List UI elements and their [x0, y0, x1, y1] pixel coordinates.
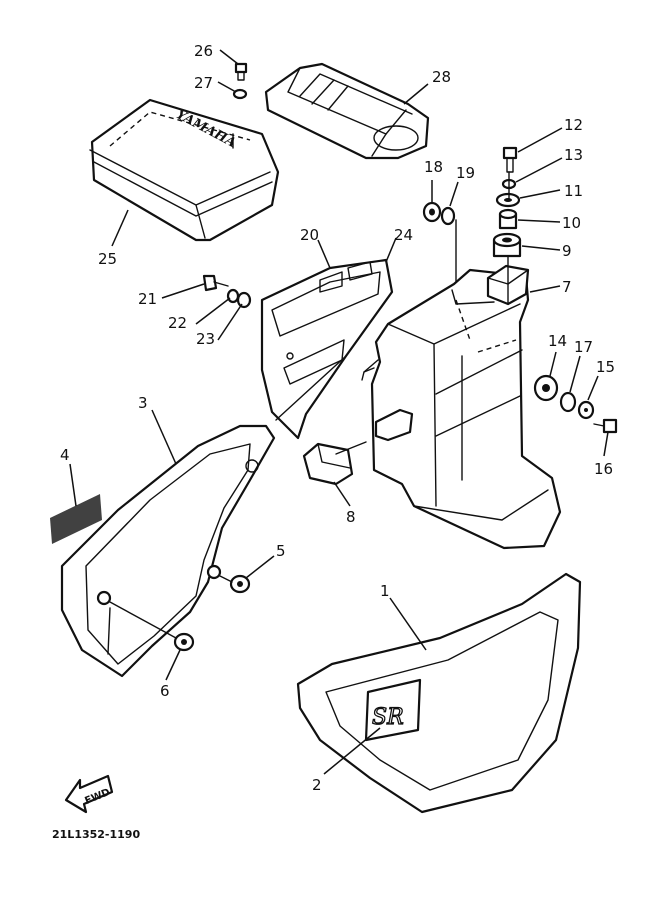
- washer-27: [232, 88, 248, 100]
- side-cover-right: [296, 572, 582, 814]
- callout-19: 19: [456, 164, 475, 182]
- emblem-text: SR: [372, 705, 404, 730]
- collar-17: [559, 391, 577, 413]
- callout-7: 7: [562, 278, 572, 296]
- oil-tank: [361, 264, 562, 550]
- collar-19: [440, 206, 456, 226]
- washer-15: [577, 400, 595, 420]
- callout-16: 16: [594, 460, 613, 478]
- callout-24: 24: [394, 226, 413, 244]
- callout-21: 21: [138, 290, 157, 308]
- callout-14: 14: [548, 332, 567, 350]
- callout-5: 5: [276, 542, 286, 560]
- grommet-18: [422, 201, 442, 223]
- callout-labels: 26 27 28 25 12 13 11 10 9 7 18 19 20 24 …: [60, 42, 615, 794]
- callout-2: 2: [312, 776, 322, 794]
- callout-1: 1: [380, 582, 390, 600]
- callout-6: 6: [160, 682, 170, 700]
- callout-12: 12: [564, 116, 583, 134]
- callout-22: 22: [168, 314, 187, 332]
- bolt-16: [593, 418, 618, 434]
- callout-28: 28: [432, 68, 451, 86]
- grommet-6: [173, 632, 195, 652]
- side-cover-left: [60, 424, 276, 678]
- callout-27: 27: [194, 74, 213, 92]
- bolt-12: [502, 146, 518, 173]
- callout-8: 8: [346, 508, 356, 526]
- battery-bracket: [260, 258, 394, 440]
- collar-10: [498, 208, 518, 230]
- drawing-code: 21L1352-1190: [52, 828, 140, 841]
- fwd-arrow-icon: FWD: [64, 774, 114, 814]
- callout-10: 10: [562, 214, 581, 232]
- emblem-2: SR: [364, 678, 422, 742]
- callout-17: 17: [574, 338, 593, 356]
- callout-26: 26: [194, 42, 213, 60]
- decal-4: [50, 494, 102, 544]
- grommet-5: [229, 574, 251, 594]
- bolt-21: [202, 274, 229, 292]
- callout-9: 9: [562, 242, 572, 260]
- grommet-9: [492, 232, 522, 258]
- grommet-14: [533, 374, 559, 402]
- damper-8: [302, 441, 367, 486]
- callout-11: 11: [564, 182, 583, 200]
- callout-18: 18: [424, 158, 443, 176]
- callout-23: 23: [196, 330, 215, 348]
- washer-11: [495, 192, 521, 208]
- leader-lines: [69, 49, 609, 775]
- washer-22: [226, 288, 240, 304]
- callout-13: 13: [564, 146, 583, 164]
- callout-15: 15: [596, 358, 615, 376]
- callout-3: 3: [138, 394, 148, 412]
- screw-26: [234, 62, 248, 81]
- washer-23: [236, 291, 252, 309]
- callout-20: 20: [300, 226, 319, 244]
- callout-25: 25: [98, 250, 117, 268]
- tool-bag: [264, 62, 430, 160]
- callout-4: 4: [60, 446, 70, 464]
- tool-box-cover: YAMAHA: [89, 98, 280, 242]
